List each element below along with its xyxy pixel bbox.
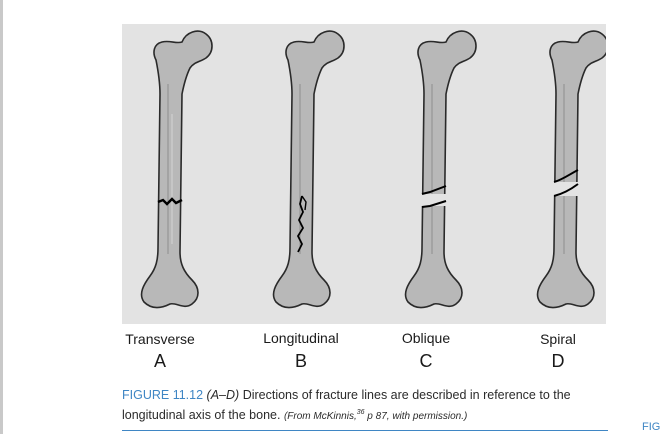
transverse-fracture-line bbox=[157, 197, 183, 206]
bone-spiral bbox=[536, 30, 606, 309]
letter-a: A bbox=[153, 351, 166, 371]
label-longitudinal: Longitudinal bbox=[263, 330, 339, 346]
letter-d: D bbox=[551, 351, 565, 371]
bone-transverse bbox=[140, 30, 213, 309]
bone-longitudinal bbox=[272, 30, 345, 309]
letter-b: B bbox=[294, 351, 307, 371]
caption-source-suffix: p 87, with permission.) bbox=[364, 411, 468, 423]
bone-illustrations bbox=[140, 30, 606, 309]
figure-number: FIGURE 11.12 bbox=[122, 388, 204, 402]
label-transverse: Transverse bbox=[125, 331, 195, 347]
caption-source-prefix: (From McKinnis, bbox=[283, 411, 357, 423]
oblique-fracture-line-lower bbox=[421, 200, 447, 208]
figure-panel bbox=[122, 24, 606, 324]
caption-text: Directions of fracture lines are describ… bbox=[122, 388, 571, 423]
caption-divider bbox=[122, 430, 608, 431]
caption-source-ref: 36 bbox=[356, 409, 365, 416]
cut-off-heading: FIG bbox=[642, 421, 661, 433]
spiral-fracture-line-upper bbox=[553, 169, 579, 183]
letter-c: C bbox=[419, 351, 433, 371]
longitudinal-fracture-line bbox=[296, 195, 305, 253]
label-oblique: Oblique bbox=[401, 330, 451, 346]
oblique-fracture-line-upper bbox=[421, 185, 447, 195]
page-edge bbox=[0, 0, 3, 434]
label-spiral: Spiral bbox=[540, 331, 576, 347]
figure-range: (A–D) bbox=[206, 388, 240, 402]
figure-caption: FIGURE 11.12 (A–D) Directions of fractur… bbox=[122, 386, 622, 426]
spiral-fracture-line-lower bbox=[553, 183, 579, 197]
bone-oblique bbox=[404, 30, 477, 309]
